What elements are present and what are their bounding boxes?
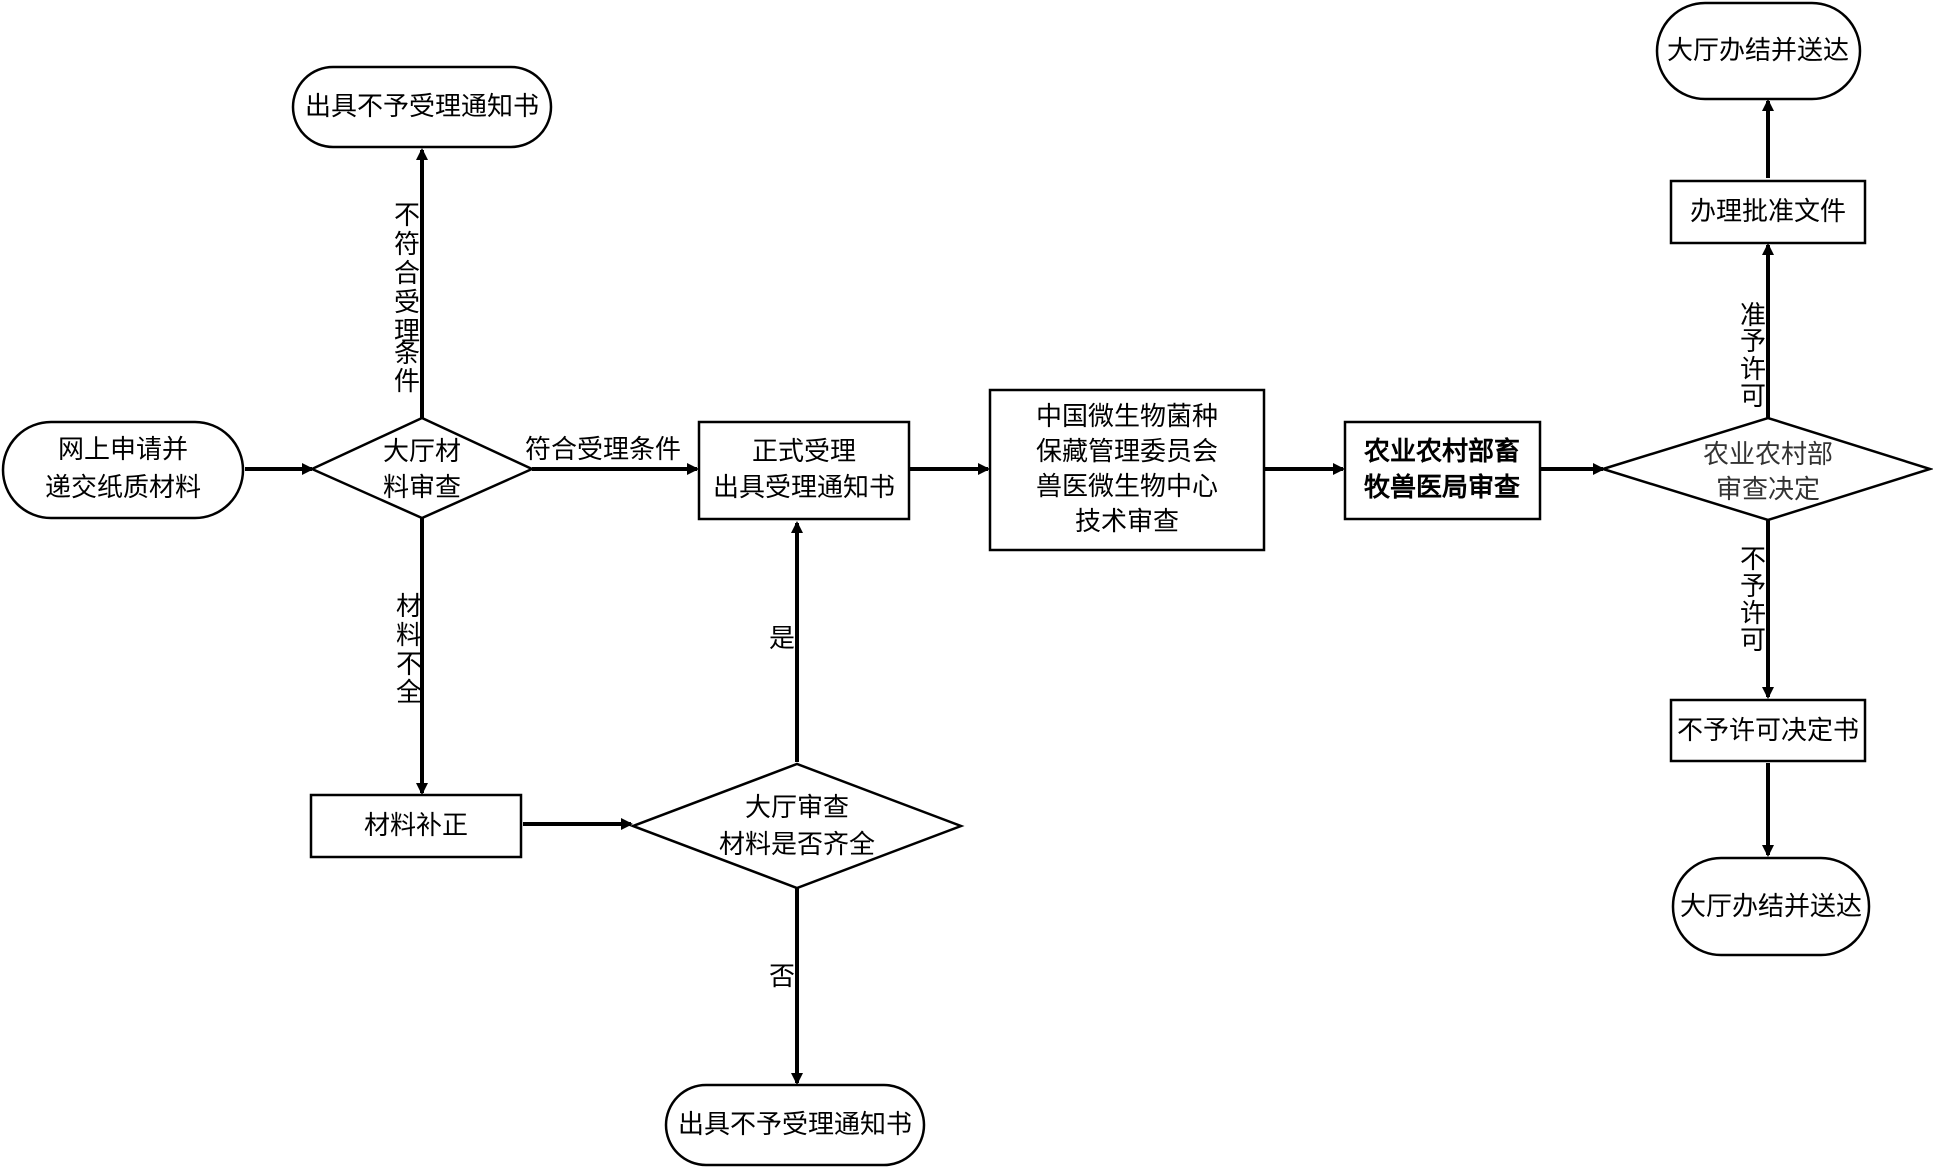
- node-notice-reject-top-text: 出具不予受理通知书: [305, 92, 539, 122]
- node-material-fix: 材料补正: [309, 793, 523, 859]
- node-deny-decision-text: 不予许可决定书: [1677, 716, 1859, 746]
- label-not-qualified-c5: 理: [394, 317, 420, 347]
- node-bureau-review: 农业农村部畜 牧兽医局审查: [1343, 420, 1542, 521]
- label-approve-c1: 准: [1740, 301, 1766, 331]
- node-approval-doc-text: 办理批准文件: [1690, 197, 1846, 227]
- node-tech-review-line2: 保藏管理委员会: [1036, 437, 1218, 467]
- label-not-qualified: 不 符 合 受 理 条 件: [394, 201, 420, 397]
- node-tech-review-line1: 中国微生物菌种: [1036, 402, 1218, 432]
- node-ministry-decision-line2: 审查决定: [1716, 475, 1820, 505]
- node-hall-review-line2: 料审查: [383, 473, 461, 503]
- label-not-qualified-c2: 符: [394, 230, 420, 260]
- node-deny-decision: 不予许可决定书: [1669, 698, 1867, 763]
- label-no: 否: [769, 962, 795, 992]
- label-not-qualified-c1: 不: [394, 201, 420, 231]
- node-hall-deliver-top: 大厅办结并送达: [1655, 1, 1862, 101]
- label-deny: 不 予 许 可: [1740, 545, 1766, 656]
- node-tech-review: 中国微生物菌种 保藏管理委员会 兽医微生物中心 技术审查: [988, 388, 1266, 552]
- node-hall-review-line1: 大厅材: [383, 437, 461, 467]
- label-incomplete-c3: 不: [396, 650, 422, 680]
- node-ministry-decision: 农业农村部 审查决定: [1598, 416, 1933, 522]
- node-notice-reject-top: 出具不予受理通知书: [291, 65, 553, 149]
- node-hall-deliver-top-text: 大厅办结并送达: [1667, 36, 1849, 66]
- node-online-apply: 网上申请并 递交纸质材料: [1, 420, 245, 520]
- label-incomplete-c2: 料: [396, 621, 422, 651]
- label-approve: 准 予 许 可: [1740, 301, 1766, 412]
- node-online-apply-line1: 网上申请并: [58, 435, 188, 465]
- label-deny-c3: 许: [1740, 599, 1766, 629]
- label-not-qualified-c4: 受: [394, 288, 420, 318]
- label-approve-c4: 可: [1740, 382, 1766, 412]
- node-hall-deliver-bottom: 大厅办结并送达: [1671, 856, 1871, 957]
- node-hall-deliver-bottom-text: 大厅办结并送达: [1680, 892, 1862, 922]
- node-material-fix-text: 材料补正: [364, 811, 468, 841]
- node-hall-check: 大厅审查 材料是否齐全: [629, 762, 965, 890]
- label-incomplete-c4: 全: [396, 678, 422, 708]
- node-online-apply-line2: 递交纸质材料: [45, 473, 201, 503]
- node-bureau-review-line2: 牧兽医局审查: [1364, 472, 1520, 503]
- node-tech-review-line4: 技术审查: [1075, 507, 1179, 537]
- node-ministry-decision-line1: 农业农村部: [1703, 440, 1833, 470]
- label-not-qualified-c6: 条: [394, 339, 420, 369]
- label-not-qualified-c7: 件: [394, 367, 420, 397]
- node-formal-accept-line1: 正式受理: [752, 437, 856, 467]
- label-qualified: 符合受理条件: [525, 435, 681, 465]
- node-formal-accept: 正式受理 出具受理通知书: [697, 420, 911, 521]
- label-deny-c4: 可: [1740, 626, 1766, 656]
- label-incomplete: 材 料 不 全: [396, 592, 422, 708]
- label-approve-c3: 许: [1740, 355, 1766, 385]
- node-bureau-review-line1: 农业农村部畜: [1363, 436, 1520, 467]
- edges: [245, 99, 1774, 1085]
- label-deny-c2: 予: [1740, 572, 1766, 602]
- label-yes: 是: [769, 624, 795, 654]
- node-notice-reject-bottom-text: 出具不予受理通知书: [678, 1110, 912, 1140]
- node-hall-review: 大厅材 料审查: [308, 416, 536, 520]
- node-tech-review-line3: 兽医微生物中心: [1036, 472, 1218, 502]
- node-notice-reject-bottom: 出具不予受理通知书: [664, 1083, 926, 1167]
- node-hall-check-line2: 材料是否齐全: [719, 830, 875, 860]
- label-not-qualified-c3: 合: [394, 259, 420, 289]
- label-incomplete-c1: 材: [396, 592, 422, 622]
- node-hall-check-line1: 大厅审查: [745, 793, 849, 823]
- node-approval-doc: 办理批准文件: [1669, 179, 1867, 245]
- label-approve-c2: 予: [1740, 327, 1766, 357]
- label-deny-c1: 不: [1740, 545, 1766, 575]
- node-formal-accept-line2: 出具受理通知书: [713, 473, 895, 503]
